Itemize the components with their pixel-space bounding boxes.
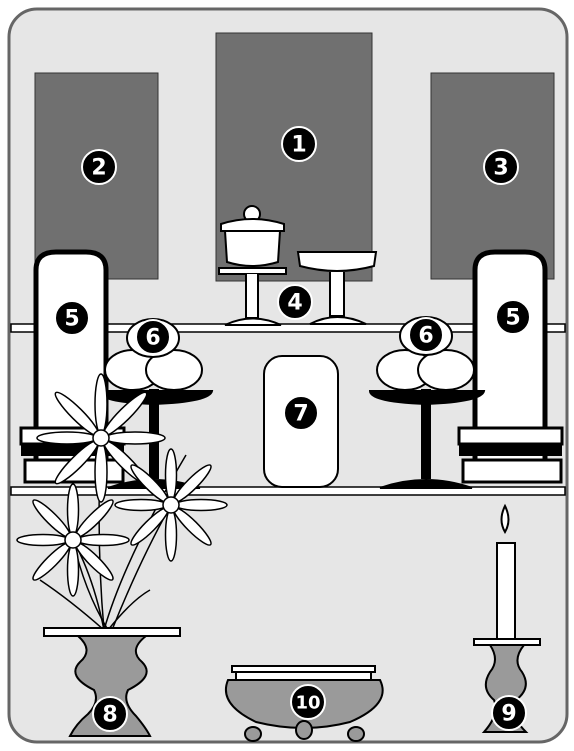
flower-vase-icon (43, 627, 181, 737)
badge-8: 8 (92, 696, 128, 732)
middle-shelf (10, 486, 566, 496)
upper-shelf (10, 323, 566, 333)
badge-6-left-label: 6 (145, 326, 160, 351)
badge-4-label: 4 (287, 291, 302, 316)
badge-5-left: 5 (54, 300, 90, 336)
badge-9-label: 9 (501, 702, 516, 727)
badge-3-label: 3 (493, 156, 508, 181)
badge-2-label: 2 (91, 156, 106, 181)
badge-4: 4 (277, 284, 313, 320)
badge-1: 1 (281, 126, 317, 162)
badge-10: 10 (290, 684, 326, 720)
badge-9: 9 (491, 695, 527, 731)
badge-3: 3 (483, 149, 519, 185)
badge-8-label: 8 (102, 703, 117, 728)
candle-icon (473, 503, 541, 733)
badge-5-left-label: 5 (64, 307, 79, 332)
flower-icon (16, 373, 228, 631)
badge-2: 2 (81, 149, 117, 185)
badge-7: 7 (283, 395, 319, 431)
incense-burner-icon (225, 665, 384, 742)
badge-6-left: 6 (135, 319, 171, 355)
badge-1-label: 1 (291, 133, 306, 158)
badge-6-right-label: 6 (418, 324, 433, 349)
lidded-bowl-icon (218, 205, 287, 326)
badge-7-label: 7 (293, 402, 308, 427)
pedestal-bowl-icon (296, 251, 378, 325)
badge-5-right-label: 5 (505, 306, 520, 331)
badge-6-right: 6 (408, 317, 444, 353)
badge-5-right: 5 (495, 299, 531, 335)
badge-10-label: 10 (295, 693, 320, 714)
